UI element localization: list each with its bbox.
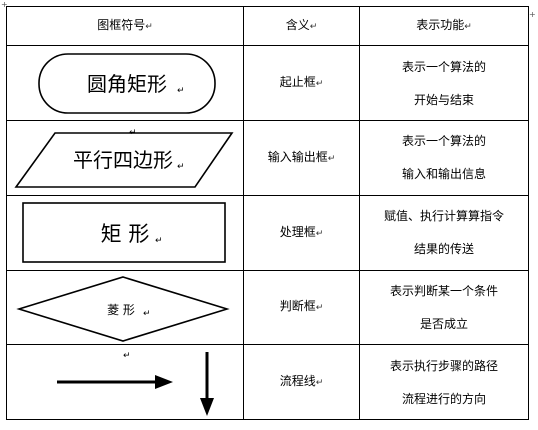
header-meaning: 含义↵ <box>243 5 360 47</box>
meaning-cell: 流程线↵ <box>243 344 360 420</box>
flow-line-symbol: ↵ <box>57 351 214 416</box>
function-cell: 表示一个算法的 输入和输出信息 <box>359 120 529 196</box>
meaning-cell: 起止框↵ <box>243 45 360 122</box>
flowchart-symbol-table: 图框符号↵ 含义↵ 表示功能↵ 圆角矩形 ↵ 起止框↵ 表示一个算法的 开始与结… <box>6 5 529 420</box>
symbol-cell: ↵ 平行四边形 ↵ <box>6 120 244 196</box>
function-line: 结果的传送 <box>413 242 474 257</box>
down-arrow-icon <box>200 351 214 416</box>
meaning-cell: 处理框↵ <box>243 194 360 271</box>
symbol-cell: 菱 形 ↵ <box>6 269 244 346</box>
paragraph-mark: ↵ <box>143 309 151 319</box>
function-line: 开始与结束 <box>413 92 474 107</box>
symbol-cell: ↵ <box>6 344 244 420</box>
shape-label: 圆角矩形 <box>87 72 167 96</box>
parallelogram-symbol: ↵ 平行四边形 ↵ <box>14 128 234 189</box>
function-line: 输入和输出信息 <box>401 167 486 182</box>
shape-label: 平行四边形 <box>73 148 173 172</box>
paragraph-mark: ↵ <box>177 86 185 96</box>
header-symbol: 图框符号↵ <box>6 5 244 47</box>
function-line: 表示判断某一个条件 <box>389 283 498 298</box>
function-line: 是否成立 <box>419 316 468 331</box>
function-line: 表示一个算法的 <box>401 59 486 74</box>
paragraph-mark: ↵ <box>155 236 163 246</box>
symbol-cell: 矩 形 ↵ <box>6 194 244 271</box>
table-header-row: 图框符号↵ 含义↵ 表示功能↵ <box>6 5 529 47</box>
corner-mark-top-right: + <box>529 10 536 19</box>
function-line: 赋值、执行计算算指令 <box>383 209 504 224</box>
meaning-cell: 判断框↵ <box>243 269 360 346</box>
table-row: ↵ 平行四边形 ↵ 输入输出框↵ 表示一个算法的 输入和输出信息 <box>6 120 529 196</box>
shape-label: 矩 形 <box>101 222 150 246</box>
function-line: 表示执行步骤的路径 <box>389 358 498 373</box>
function-cell: 表示一个算法的 开始与结束 <box>359 45 529 122</box>
function-cell: 赋值、执行计算算指令 结果的传送 <box>359 194 529 271</box>
corner-mark-top-left: + <box>1 0 8 9</box>
rectangle-symbol: 矩 形 ↵ <box>22 202 226 263</box>
meaning-cell: 输入输出框↵ <box>243 120 360 196</box>
paragraph-mark: ↵ <box>177 162 185 172</box>
table-row: 矩 形 ↵ 处理框↵ 赋值、执行计算算指令 结果的传送 <box>6 194 529 271</box>
table-row: 菱 形 ↵ 判断框↵ 表示判断某一个条件 是否成立 <box>6 269 529 346</box>
right-arrow-icon <box>57 374 173 389</box>
diamond-symbol: 菱 形 ↵ <box>16 276 230 342</box>
rounded-rect-symbol: 圆角矩形 ↵ <box>38 52 216 114</box>
shape-label: 菱 形 <box>107 303 135 317</box>
function-cell: 表示执行步骤的路径 流程进行的方向 <box>359 344 529 420</box>
table-row: ↵ 流程线↵ 表示执行步骤的路径 流程进行的方向 <box>6 344 529 420</box>
function-cell: 表示判断某一个条件 是否成立 <box>359 269 529 346</box>
table-row: 圆角矩形 ↵ 起止框↵ 表示一个算法的 开始与结束 <box>6 45 529 122</box>
function-line: 表示一个算法的 <box>401 134 486 149</box>
function-line: 流程进行的方向 <box>401 391 486 406</box>
paragraph-mark: ↵ <box>123 351 131 361</box>
header-function: 表示功能↵ <box>359 5 529 47</box>
symbol-cell: 圆角矩形 ↵ <box>6 45 244 122</box>
